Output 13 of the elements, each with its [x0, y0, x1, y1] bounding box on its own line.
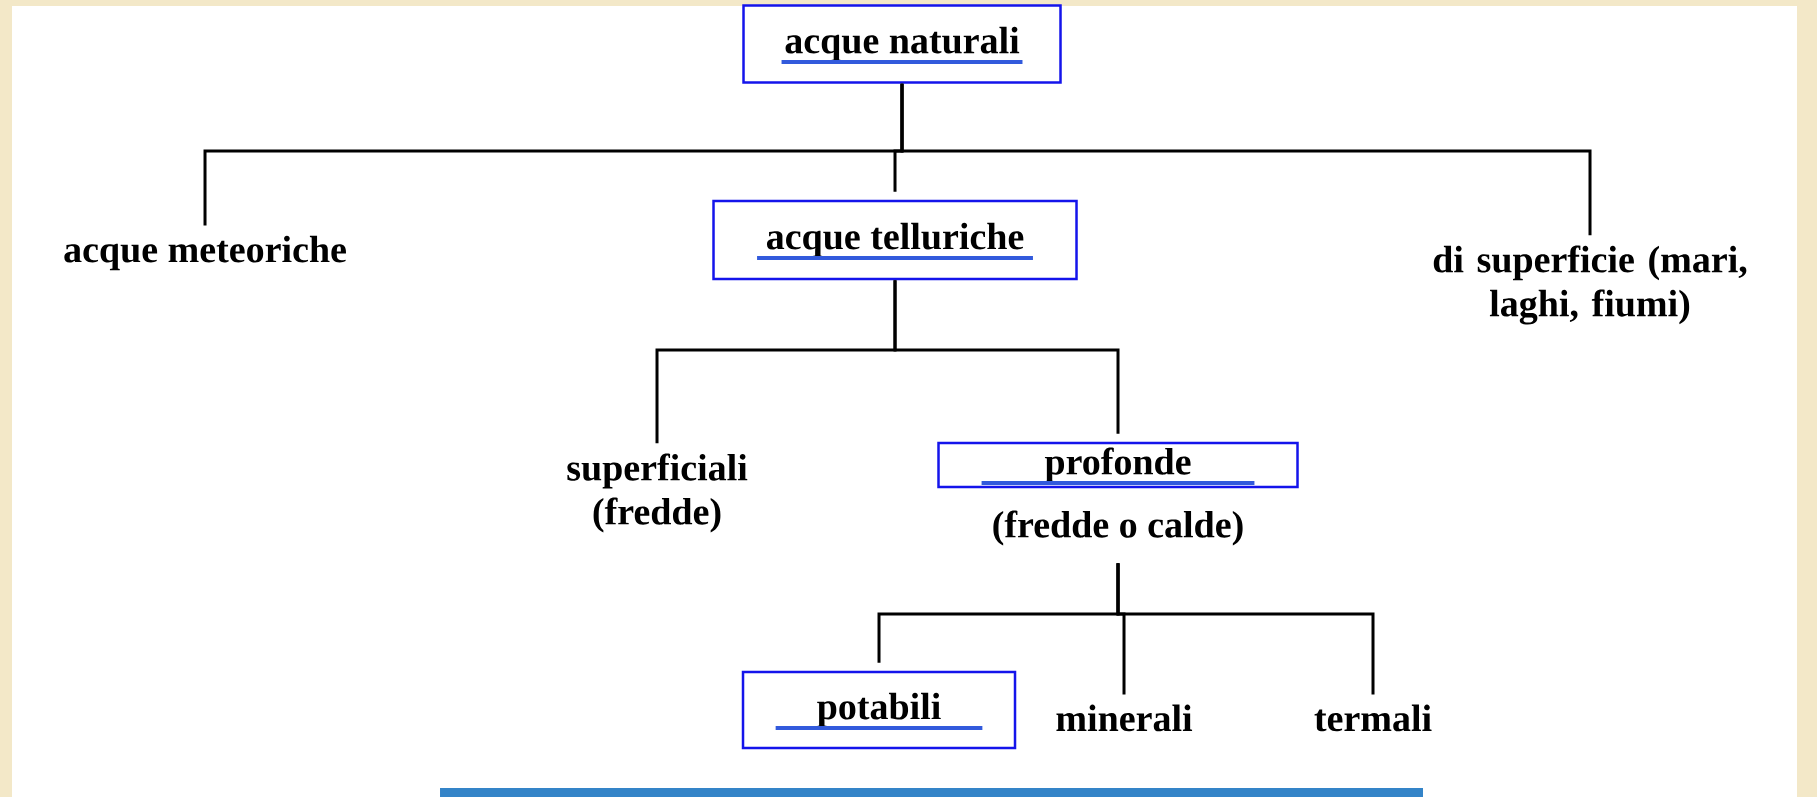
connector-line — [1116, 563, 1375, 695]
connector-line — [900, 83, 1592, 236]
highlighted-label-box: potabili — [741, 670, 1017, 750]
category-label: superficiali (fredde) — [567, 453, 748, 533]
category-label: acque meteoriche — [64, 235, 346, 271]
highlighted-label-box: acque telluriche — [712, 199, 1078, 281]
category-label: minerali — [1056, 704, 1193, 732]
highlighted-label-box: profonde — [937, 441, 1299, 489]
category-label: di superficie (mari, laghi, fiumi) — [1433, 245, 1747, 325]
category-label: termali — [1314, 704, 1432, 732]
node-caption: (fredde o calde) — [993, 510, 1243, 546]
connector-line — [893, 280, 1120, 434]
highlighted-label-box: acque naturali — [742, 4, 1062, 84]
